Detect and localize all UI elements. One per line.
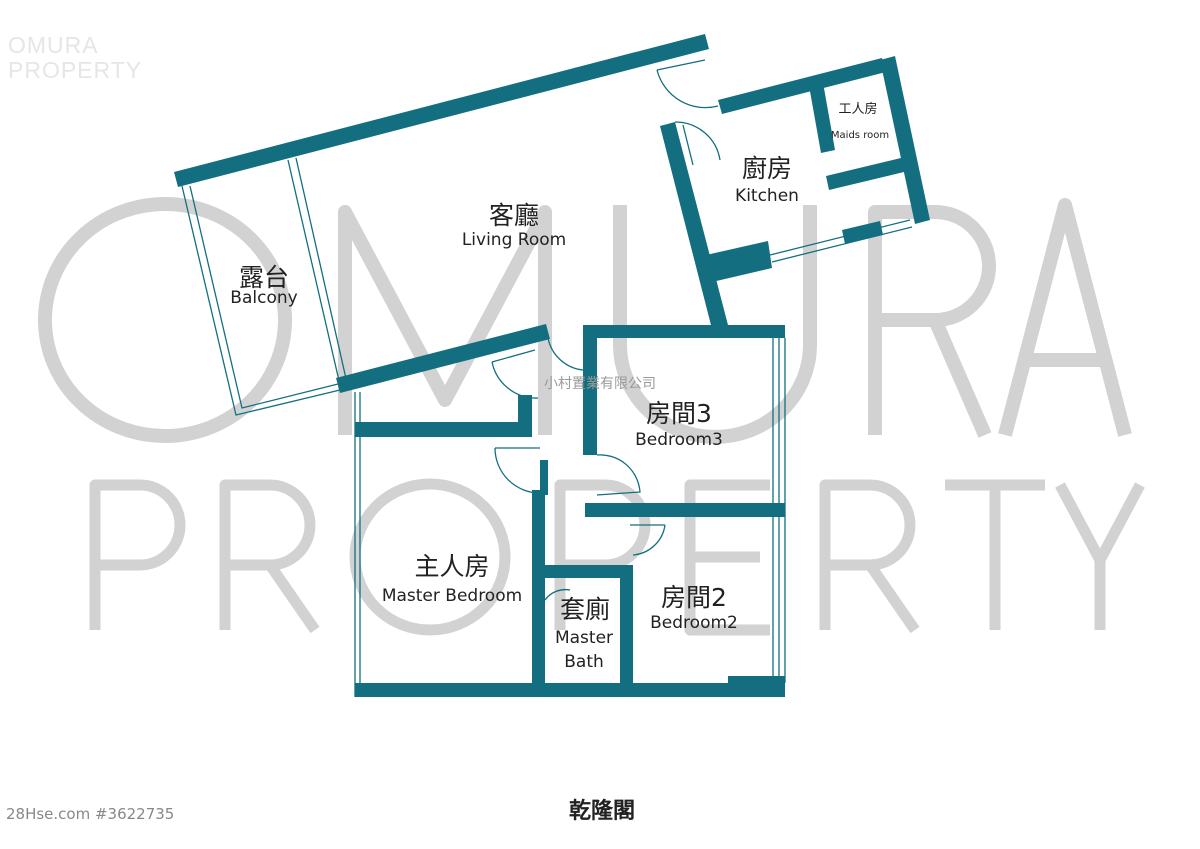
watermark-tile-line2: PROPERTY [8,57,143,83]
bedroom2-label-en: Bedroom2 [650,613,738,633]
wall [540,460,548,495]
wall [532,565,630,578]
bedroom3-label-en: Bedroom3 [635,430,723,450]
watermark-omura-graphic [38,197,1132,444]
wall [532,490,545,697]
maids-room-label-en: Maids room [830,130,890,141]
wall [728,676,785,684]
balcony-label-zh: 露台 [238,263,290,292]
bedroom3-label-zh: 房間3 [646,399,712,428]
wall [518,395,532,437]
wall [718,58,886,114]
wall [585,325,785,338]
living-room-label-en: Living Room [461,230,567,250]
master-bath-label-zh: 套廁 [559,595,611,624]
company-watermark: 小村置業有限公司 [544,376,656,392]
maids-room-label-zh: 工人房 [838,102,878,117]
wall [336,324,550,393]
watermark-tile: OMURA PROPERTY [8,33,142,83]
master-bedroom-label-zh: 主人房 [414,552,490,581]
wall [826,157,908,190]
wall [808,77,835,153]
wall [585,503,785,517]
building-name: 乾隆閣 [568,799,636,824]
watermark-tile-line1: OMURA [8,32,99,58]
listing-reference: 28Hse.com #3622735 [6,805,175,823]
wall [355,422,530,437]
master-bath-label-en2: Bath [564,652,604,672]
master-bedroom-label-en: Master Bedroom [381,586,523,606]
kitchen-label-zh: 廚房 [741,154,793,183]
bedroom2-label-zh: 房間2 [661,583,727,612]
wall [706,241,772,282]
living-room-label-zh: 客廳 [488,201,540,230]
balcony-label-en: Balcony [230,288,298,308]
wall [880,56,930,224]
wall [174,34,709,187]
master-bath-label-en1: Master [554,628,614,648]
kitchen-label-en: Kitchen [735,186,799,206]
wall [583,325,597,455]
wall [620,565,633,697]
